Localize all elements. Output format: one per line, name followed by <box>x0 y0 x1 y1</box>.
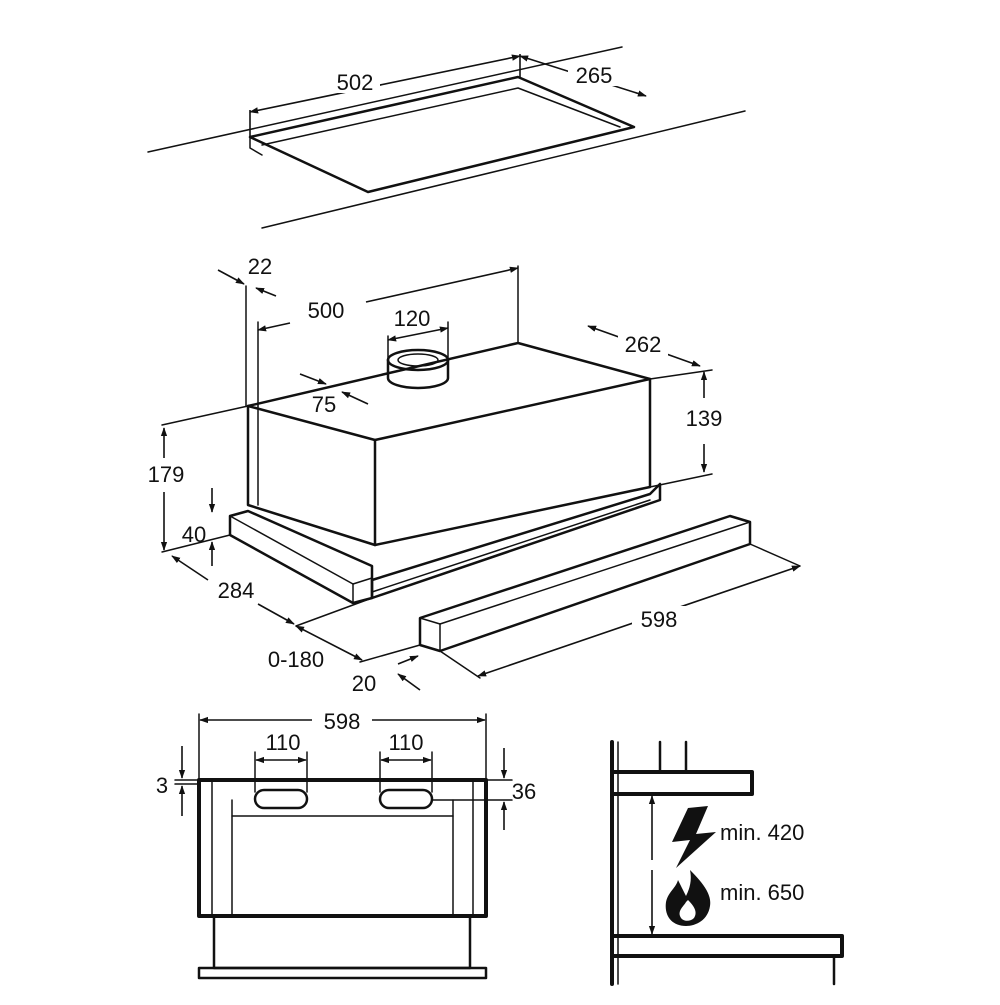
dim-arrow-75 <box>299 373 327 385</box>
cabinet-line-bottom <box>261 110 746 229</box>
flame-icon <box>665 870 711 926</box>
dim-arrow-20 <box>397 673 421 691</box>
dim-line-120 <box>387 326 449 342</box>
dim-label-front-598: 598 <box>324 709 361 734</box>
dim-label-262: 262 <box>625 332 662 357</box>
dim-label-22: 22 <box>248 254 272 279</box>
front-bar-top-edge <box>419 521 751 625</box>
ext-line <box>749 543 801 567</box>
dim-label-3: 3 <box>156 773 168 798</box>
dim-line-500 <box>257 322 291 332</box>
hood-top-edge <box>246 377 652 442</box>
dim-label-598: 598 <box>641 607 678 632</box>
cutout-view: 502 265 <box>147 46 746 229</box>
outlet-collar <box>386 358 450 390</box>
label-bg <box>262 646 328 670</box>
trim-edge <box>352 577 373 585</box>
slide-edge <box>371 499 651 593</box>
ext-line <box>649 473 713 488</box>
slide-tray <box>370 482 662 600</box>
dim-label-284: 284 <box>218 578 255 603</box>
dim-line-284 <box>257 603 295 625</box>
dim-arrow-75 <box>341 391 369 405</box>
dim-label-265: 265 <box>576 63 613 88</box>
ext-line <box>649 369 713 380</box>
electric-icon <box>672 806 716 868</box>
front-bar <box>418 514 752 653</box>
dim-label-20: 20 <box>352 671 376 696</box>
ext-line <box>359 644 421 663</box>
ext-line <box>161 405 249 426</box>
outlet-hole-left <box>253 788 309 810</box>
dim-line-284 <box>171 555 209 581</box>
dim-label-139: 139 <box>686 406 723 431</box>
dim-line-500 <box>365 266 519 303</box>
dim-label-110-left: 110 <box>265 730 300 755</box>
label-bg <box>568 62 620 86</box>
cutout-corner <box>249 136 263 156</box>
label-bg <box>632 606 686 630</box>
front-bar-strip <box>197 966 488 980</box>
dim-arrow-22 <box>217 269 245 285</box>
dim-line-0-180 <box>295 625 363 661</box>
dim-arrow-20 <box>397 655 419 665</box>
ext-line <box>161 534 231 553</box>
hob-side <box>610 934 844 958</box>
front-slide <box>212 914 472 970</box>
dim-label-179: 179 <box>148 462 185 487</box>
dim-arrow-22 <box>255 287 277 297</box>
dim-label-36: 36 <box>512 779 536 804</box>
dim-label-0-180: 0-180 <box>268 647 324 672</box>
clearance-electric-label: min. 420 <box>720 820 804 845</box>
front-view: 598 110 110 3 36 <box>156 708 536 980</box>
trim-edge <box>229 515 354 585</box>
dim-label-500: 500 <box>308 298 345 323</box>
outlet-hole-right <box>378 788 434 810</box>
ext-line <box>439 650 481 679</box>
label-bg <box>618 332 668 356</box>
cabinet-line-top <box>147 46 623 153</box>
dim-label-75: 75 <box>312 392 336 417</box>
label-bg <box>312 708 372 732</box>
clearance-gas-label: min. 650 <box>720 880 804 905</box>
hood-isometric-view: 22 500 120 262 75 139 179 40 <box>148 254 801 696</box>
dim-line-502 <box>249 54 521 114</box>
outlet-inner <box>397 353 439 367</box>
dim-label-120: 120 <box>394 306 431 331</box>
hood-side <box>610 770 754 796</box>
dim-label-110-right: 110 <box>388 730 423 755</box>
dim-label-40: 40 <box>182 522 206 547</box>
clearance-view: min. 420 min. 650 <box>610 740 844 986</box>
label-bg <box>330 69 380 93</box>
dim-label-502: 502 <box>337 70 374 95</box>
ext-line <box>295 597 373 627</box>
